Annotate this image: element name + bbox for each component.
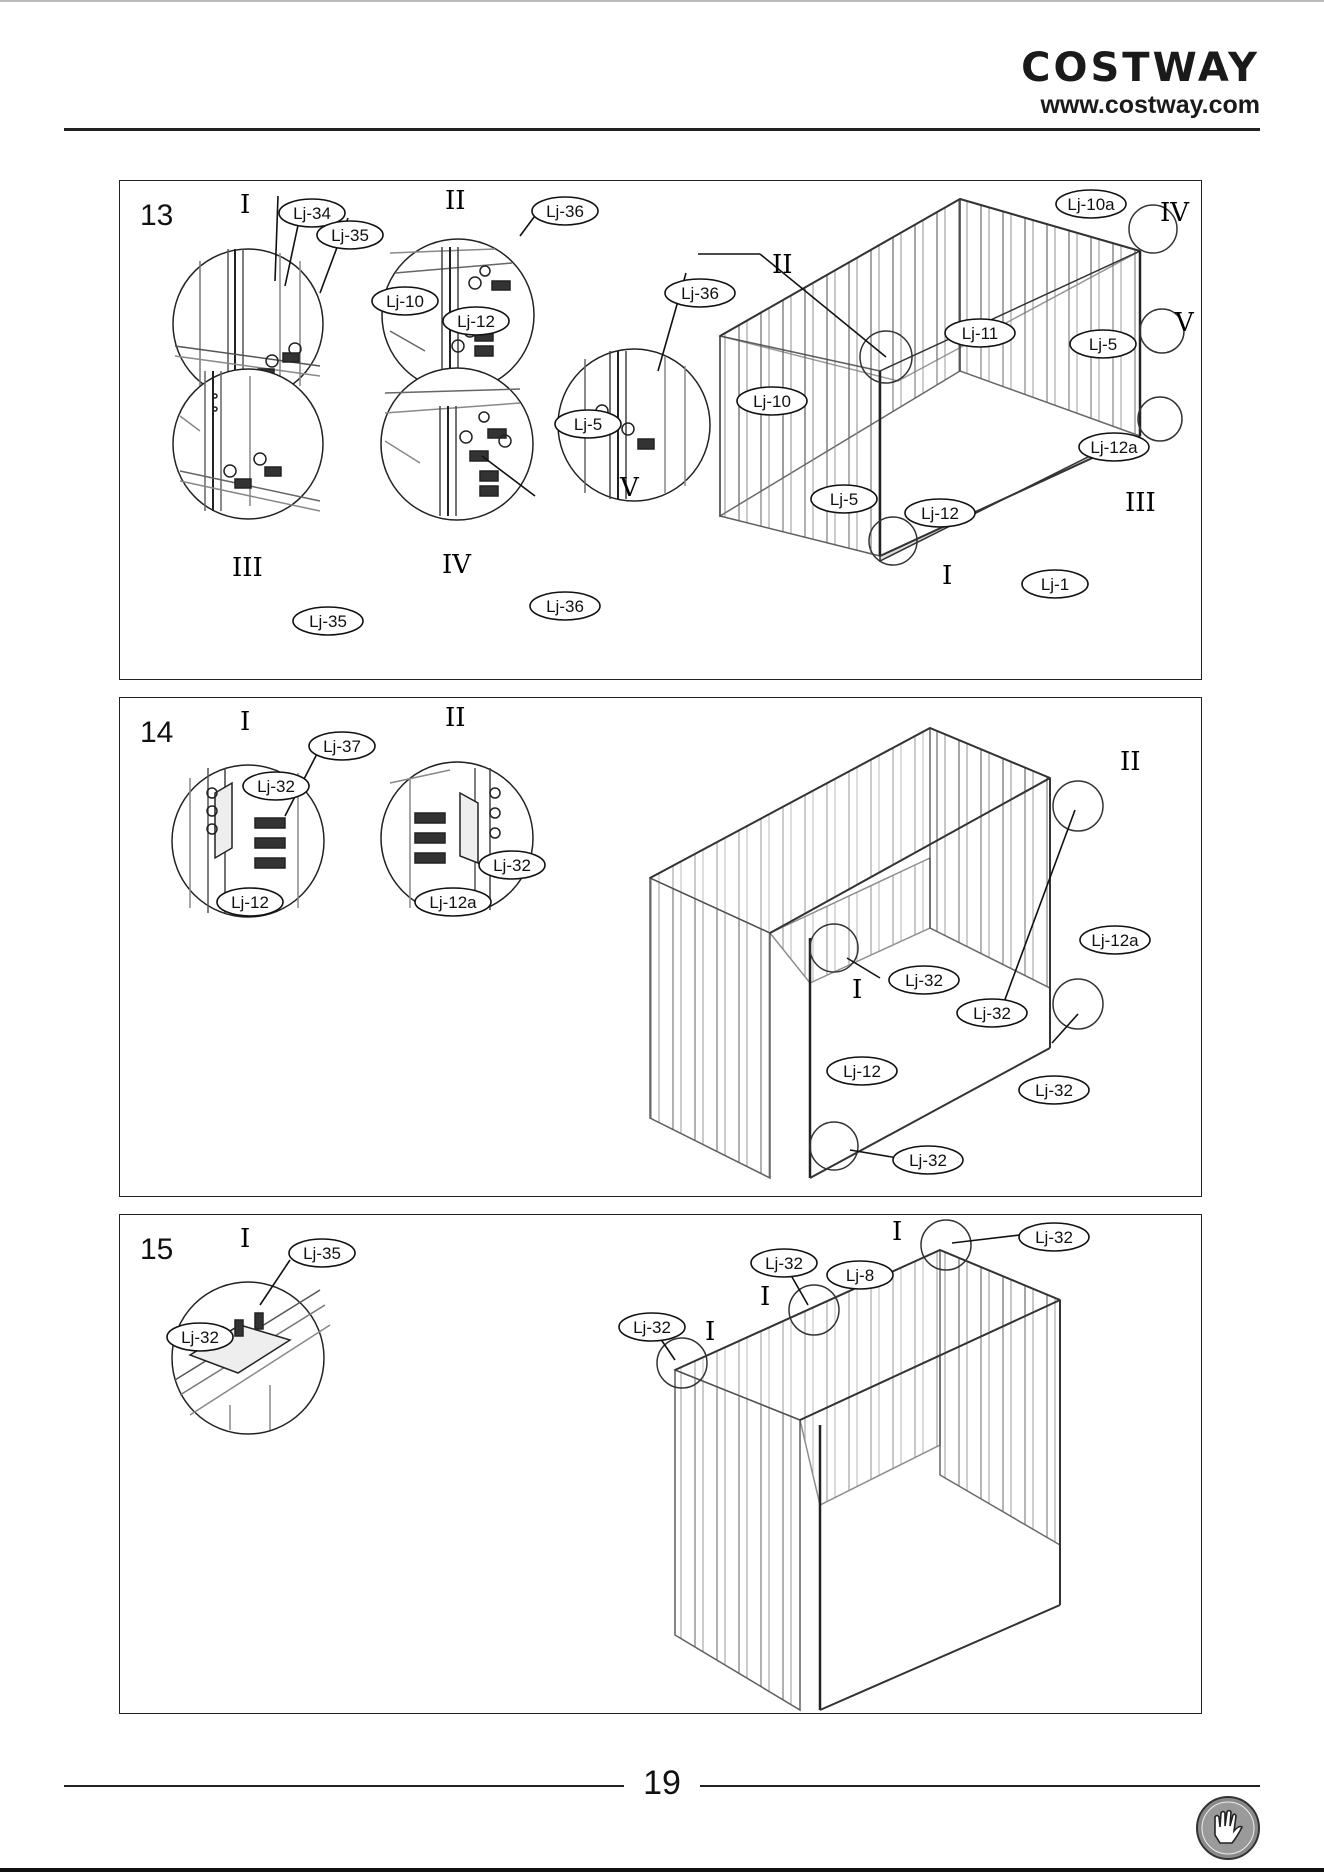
svg-text:I: I xyxy=(760,1282,770,1312)
svg-text:II: II xyxy=(1120,747,1141,777)
svg-text:Lj-32: Lj-32 xyxy=(1035,1228,1073,1247)
svg-text:Lj-32: Lj-32 xyxy=(1035,1081,1073,1100)
svg-text:I: I xyxy=(240,1224,250,1254)
svg-text:Lj-12a: Lj-12a xyxy=(1090,438,1138,457)
svg-text:Lj-32: Lj-32 xyxy=(493,856,531,875)
detail-circle-I xyxy=(172,1282,330,1434)
footer-rule-left xyxy=(64,1785,624,1787)
step-number: 13 xyxy=(140,199,173,233)
top-border xyxy=(0,0,1324,2)
step-13-illustration: I II III IV V IV V II III I xyxy=(120,181,1201,679)
step-14-illustration: I II II I Lj-37 Lj-32 Lj-12 Lj-32 Lj-12a… xyxy=(120,698,1201,1196)
svg-text:Lj-35: Lj-35 xyxy=(303,1244,341,1263)
svg-text:Lj-12a: Lj-12a xyxy=(429,893,477,912)
svg-text:Lj-12: Lj-12 xyxy=(843,1062,881,1081)
svg-text:Lj-12a: Lj-12a xyxy=(1091,931,1139,950)
step-number: 14 xyxy=(140,716,173,750)
svg-text:I: I xyxy=(852,975,862,1005)
svg-text:Lj-32: Lj-32 xyxy=(905,971,943,990)
svg-text:II: II xyxy=(445,703,466,733)
svg-text:Lj-5: Lj-5 xyxy=(830,490,858,509)
step-14-panel: I II II I Lj-37 Lj-32 Lj-12 Lj-32 Lj-12a… xyxy=(119,697,1202,1197)
detail-circle-IV xyxy=(381,368,533,520)
svg-text:Lj-5: Lj-5 xyxy=(1089,335,1117,354)
svg-text:I: I xyxy=(942,561,952,591)
svg-text:Lj-5: Lj-5 xyxy=(574,415,602,434)
svg-text:IV: IV xyxy=(442,550,472,580)
svg-text:Lj-32: Lj-32 xyxy=(909,1151,947,1170)
shed-frame-15 xyxy=(657,1220,1060,1710)
svg-text:Lj-10: Lj-10 xyxy=(753,392,791,411)
svg-text:Lj-10: Lj-10 xyxy=(386,292,424,311)
step-13-panel: I II III IV V IV V II III I xyxy=(119,180,1202,680)
bottom-border xyxy=(0,1868,1324,1872)
svg-text:I: I xyxy=(240,190,250,220)
svg-text:Lj-36: Lj-36 xyxy=(546,597,584,616)
svg-text:I: I xyxy=(892,1217,902,1247)
brand-url: www.costway.com xyxy=(1021,90,1260,120)
svg-text:III: III xyxy=(232,553,263,583)
svg-text:Lj-32: Lj-32 xyxy=(765,1254,803,1273)
brand-logo: COSTWAY xyxy=(1021,46,1260,90)
svg-text:Lj-32: Lj-32 xyxy=(633,1318,671,1337)
svg-text:Lj-35: Lj-35 xyxy=(309,612,347,631)
svg-text:I: I xyxy=(705,1317,715,1347)
svg-text:III: III xyxy=(1125,488,1156,518)
step-15-illustration: I I I I Lj-35 Lj-32 Lj-32 Lj-32 Lj-8 Lj-… xyxy=(120,1215,1201,1713)
svg-text:Lj-12: Lj-12 xyxy=(457,312,495,331)
glove-icon xyxy=(1195,1795,1261,1866)
svg-text:V: V xyxy=(619,473,640,503)
shed-frame-14 xyxy=(650,728,1103,1178)
svg-text:Lj-35: Lj-35 xyxy=(331,226,369,245)
svg-text:Lj-36: Lj-36 xyxy=(546,202,584,221)
brand-header: COSTWAY www.costway.com xyxy=(1021,46,1260,120)
svg-text:Lj-12: Lj-12 xyxy=(921,504,959,523)
svg-text:I: I xyxy=(240,707,250,737)
svg-text:Lj-12: Lj-12 xyxy=(231,893,269,912)
svg-text:II: II xyxy=(445,186,466,216)
svg-text:Lj-1: Lj-1 xyxy=(1041,575,1069,594)
svg-text:Lj-8: Lj-8 xyxy=(846,1266,874,1285)
svg-text:Lj-32: Lj-32 xyxy=(973,1004,1011,1023)
step-15-panel: I I I I Lj-35 Lj-32 Lj-32 Lj-32 Lj-8 Lj-… xyxy=(119,1214,1202,1714)
header-rule xyxy=(64,128,1260,131)
svg-text:Lj-32: Lj-32 xyxy=(181,1328,219,1347)
page-number: 19 xyxy=(612,1764,712,1803)
step-number: 15 xyxy=(140,1233,173,1267)
svg-text:Lj-36: Lj-36 xyxy=(681,284,719,303)
svg-text:Lj-37: Lj-37 xyxy=(323,737,361,756)
svg-text:Lj-32: Lj-32 xyxy=(257,777,295,796)
svg-text:IV: IV xyxy=(1160,198,1190,228)
footer-rule-right xyxy=(700,1785,1260,1787)
svg-text:V: V xyxy=(1174,308,1195,338)
svg-text:Lj-10a: Lj-10a xyxy=(1067,195,1115,214)
svg-text:Lj-34: Lj-34 xyxy=(293,204,331,223)
svg-text:Lj-11: Lj-11 xyxy=(962,324,999,343)
detail-circle-III xyxy=(173,369,323,519)
svg-text:II: II xyxy=(772,250,793,280)
